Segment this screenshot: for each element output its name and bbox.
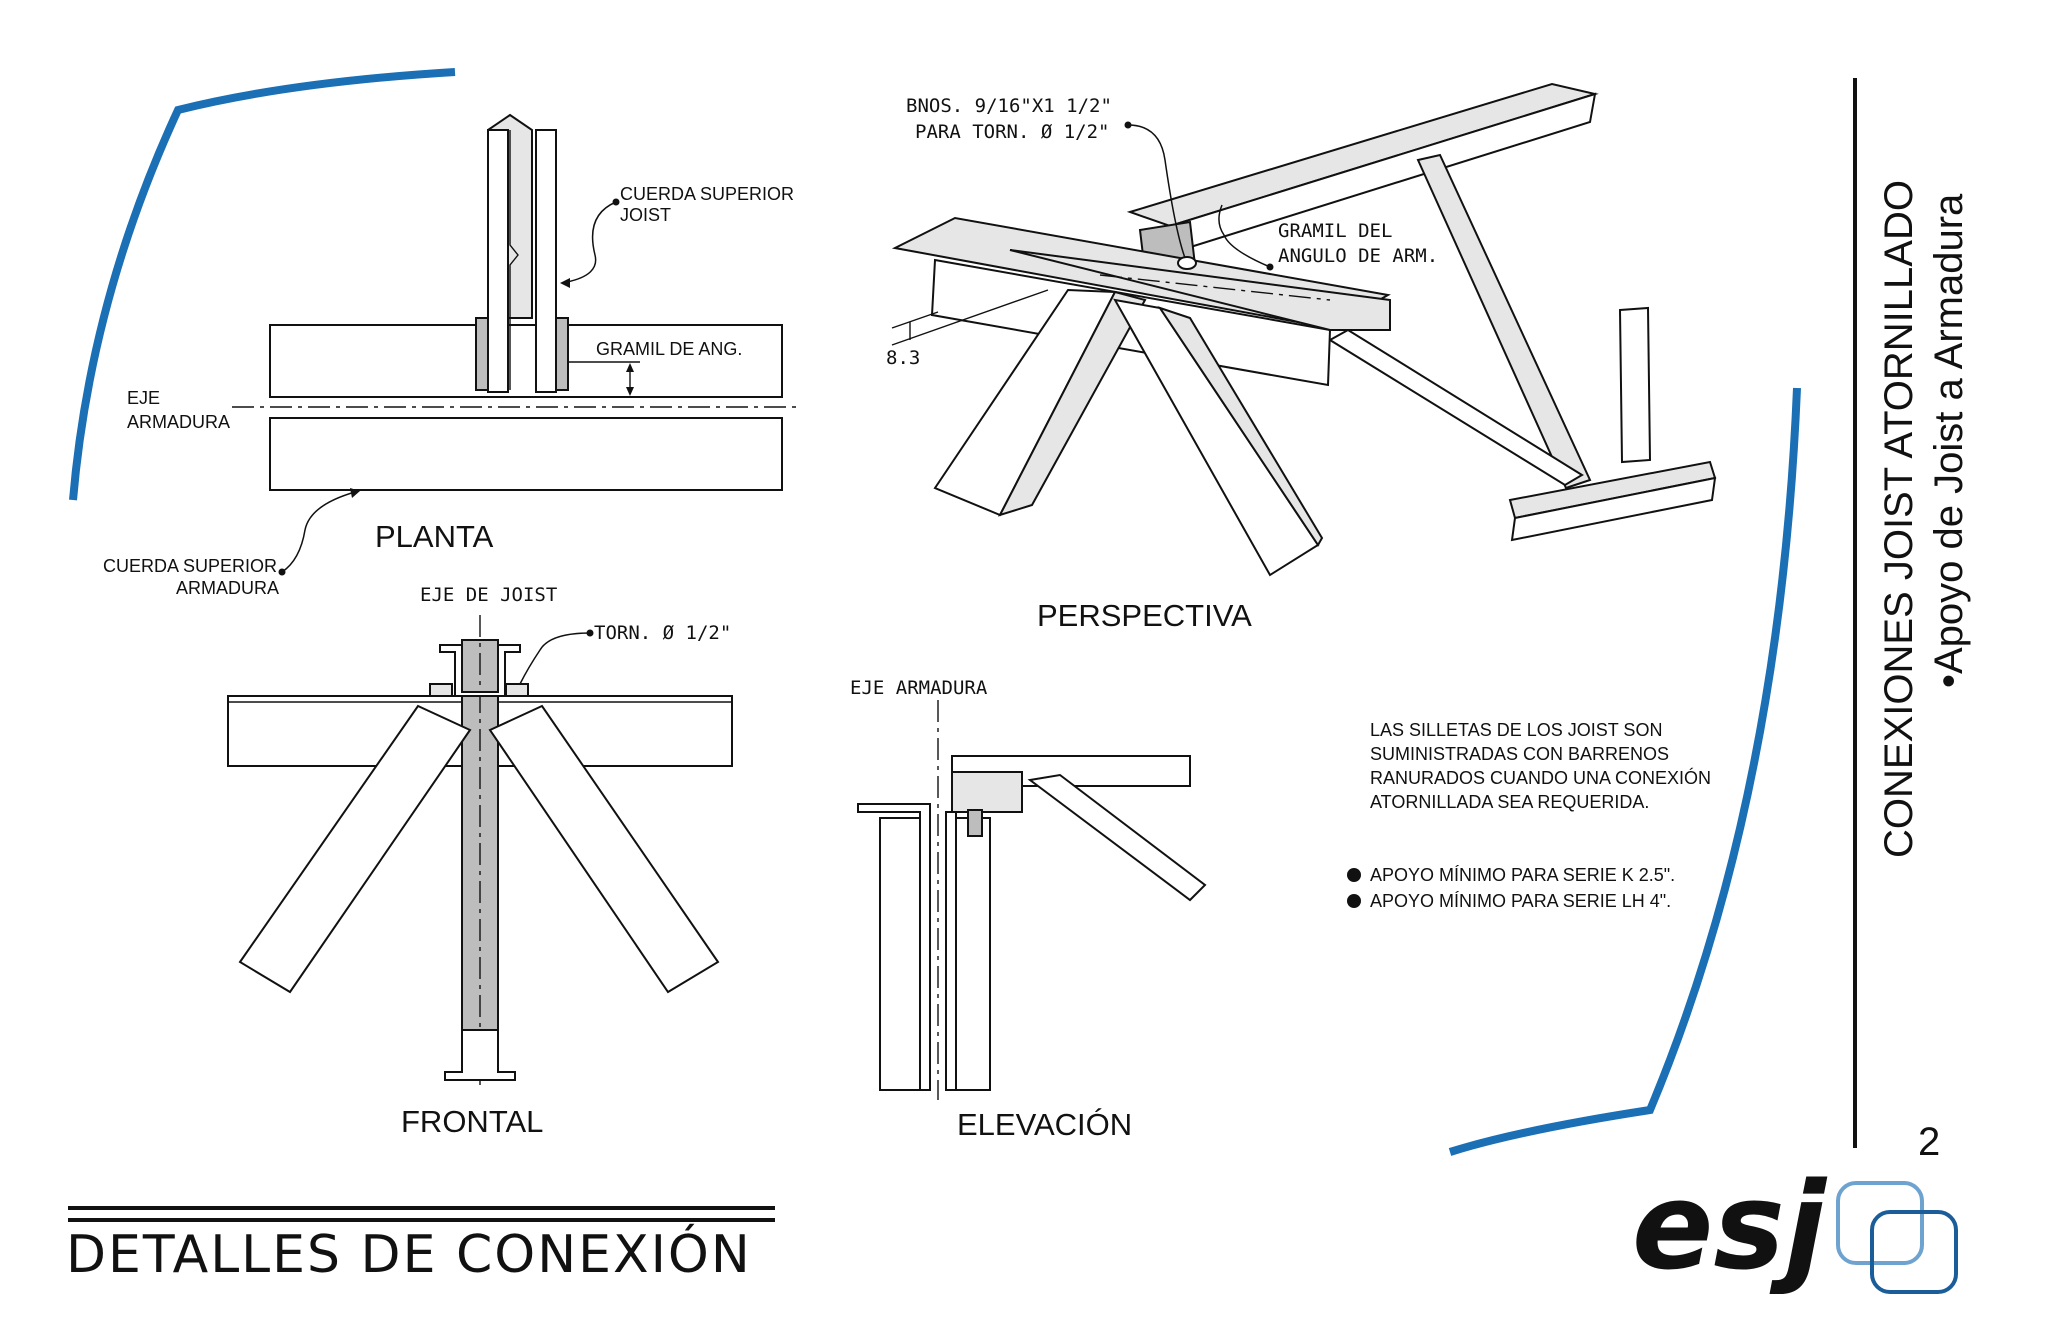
footer-title-block: DETALLES DE CONEXIÓN <box>66 1206 775 1285</box>
elev-label-eje-armadura: EJE ARMADURA <box>850 677 988 699</box>
planta-gramil-arrow-up <box>626 363 634 372</box>
planta-joist-left-angle <box>487 129 509 393</box>
planta-joist-right-angle <box>535 129 557 393</box>
planta-joist-leader-arrow <box>560 278 570 288</box>
frontal-label-torn: TORN. Ø 1/2" <box>594 622 731 644</box>
persp-label-bnos-line2: PARA TORN. Ø 1/2" <box>915 121 1109 143</box>
planta-armadura-leader-dot <box>278 568 286 576</box>
planta-joist-leader-dot <box>612 198 620 206</box>
logo-square-back <box>1836 1181 1924 1265</box>
persp-bnos-leader <box>1127 124 1186 259</box>
elev-joist-web <box>1027 773 1207 902</box>
side-title-block: CONEXIONES JOIST ATORNILLADO •Apoyo de J… <box>1853 78 1971 1164</box>
planta-joist-leader <box>566 201 617 283</box>
persp-joist-web <box>1416 153 1592 490</box>
side-title: CONEXIONES JOIST ATORNILLADO <box>1877 180 1921 858</box>
elev-truss-left-plate <box>879 817 921 1091</box>
frontal-web-right <box>488 704 720 994</box>
notes-block: LAS SILLETAS DE LOS JOIST SON SUMINISTRA… <box>1347 720 1711 911</box>
planta-label-joist-line1: CUERDA SUPERIOR <box>620 184 794 204</box>
note-line-2: SUMINISTRADAS CON BARRENOS <box>1370 744 1669 764</box>
note-bullet-text-2: APOYO MÍNIMO PARA SERIE LH 4". <box>1370 891 1671 911</box>
planta-truss-chord-lower <box>269 417 783 491</box>
persp-truss-chord-back <box>1009 249 1391 331</box>
persp-joist-web-2 <box>1328 328 1584 487</box>
right-accent-arc <box>1448 387 1801 1156</box>
note-line-1: LAS SILLETAS DE LOS JOIST SON <box>1370 720 1662 740</box>
frontal-bolt-right <box>505 683 529 697</box>
note-line-3: RANURADOS CUANDO UNA CONEXIÓN <box>1370 767 1711 788</box>
persp-label-gramil-line2: ANGULO DE ARM. <box>1278 245 1438 267</box>
persp-joist-vertical <box>1618 306 1652 464</box>
planta-label-eje-line2: ARMADURA <box>127 412 230 432</box>
elev-truss-right-angle <box>945 811 957 1091</box>
persp-bnos-leader-dot <box>1124 121 1132 129</box>
side-subtitle: •Apoyo de Joist a Armadura <box>1927 193 1971 688</box>
page-number: 2 <box>1918 1120 1940 1164</box>
logo-text: esj <box>1632 1158 1828 1297</box>
planta-truss-chord-upper <box>269 324 783 398</box>
persp-truss-web-right-inner <box>1157 306 1324 547</box>
note-line-4: ATORNILLADA SEA REQUERIDA. <box>1370 792 1649 812</box>
persp-bottom-chord-front <box>1510 476 1717 542</box>
persp-dim-ext-2 <box>891 289 1049 346</box>
note-bullet-text-1: APOYO MÍNIMO PARA SERIE K 2.5". <box>1370 865 1675 885</box>
esj-logo: esj <box>1632 1158 1958 1297</box>
frontal-label-eje-joist: EJE DE JOIST <box>420 584 557 606</box>
perspectiva-title: PERSPECTIVA <box>1037 598 1252 633</box>
note-bullet-1 <box>1347 868 1361 882</box>
planta-armadura-leader-arrow <box>350 488 360 498</box>
frontal-web-left <box>238 704 472 994</box>
elevacion-view: EJE ARMADURA ELEVACIÓN <box>850 677 1207 1142</box>
planta-title: PLANTA <box>375 519 494 554</box>
frontal-joist-top-angles <box>439 644 521 697</box>
planta-joist-seat-left <box>475 317 489 391</box>
planta-label-joist-line2: JOIST <box>620 205 671 225</box>
frontal-torn-leader <box>519 632 591 685</box>
persp-joist-chord-top <box>1126 82 1599 228</box>
footer-title: DETALLES DE CONEXIÓN <box>66 1223 752 1285</box>
planta-view: CUERDA SUPERIOR JOIST GRAMIL DE ANG. EJE… <box>103 113 800 598</box>
persp-label-gramil-line1: GRAMIL DEL <box>1278 220 1392 242</box>
left-accent-arc <box>69 68 456 501</box>
planta-armadura-leader <box>281 491 356 573</box>
planta-label-eje-line1: EJE <box>127 388 160 408</box>
planta-label-armadura-line2: ARMADURA <box>176 578 279 598</box>
planta-gramil-arrow-down <box>626 387 634 396</box>
persp-gramil-leader-dot <box>1266 263 1274 271</box>
persp-gramil-leader <box>1218 204 1271 268</box>
elev-bolt <box>967 809 983 837</box>
frontal-joist-bottom-angles <box>444 1029 516 1081</box>
persp-truss-web-left-inner <box>998 290 1147 517</box>
planta-label-gramil: GRAMIL DE ANG. <box>596 339 742 359</box>
frontal-view: EJE DE JOIST TORN. Ø 1/2" FRONTAL <box>227 584 733 1139</box>
planta-label-armadura-line1: CUERDA SUPERIOR <box>103 556 277 576</box>
persp-dim-ext-1 <box>891 311 939 329</box>
frontal-torn-leader-dot <box>586 629 594 637</box>
elev-joist-seat <box>951 771 1023 813</box>
persp-label-bnos-line1: BNOS. 9/16"X1 1/2" <box>906 95 1112 117</box>
perspectiva-view: BNOS. 9/16"X1 1/2" PARA TORN. Ø 1/2" GRA… <box>886 82 1717 633</box>
planta-joist-seat-right <box>555 317 569 391</box>
note-bullet-2 <box>1347 894 1361 908</box>
frontal-title: FRONTAL <box>401 1104 543 1139</box>
persp-label-dimension: 8.3 <box>886 347 920 369</box>
planta-joist-center-line <box>509 130 519 390</box>
logo-square-front <box>1870 1210 1958 1294</box>
frontal-bolt-left <box>429 683 453 697</box>
elev-truss-right-plate <box>955 817 991 1091</box>
persp-gramil-dash <box>1099 274 1331 301</box>
persp-bolt <box>1177 256 1197 270</box>
elevacion-title: ELEVACIÓN <box>957 1107 1132 1142</box>
